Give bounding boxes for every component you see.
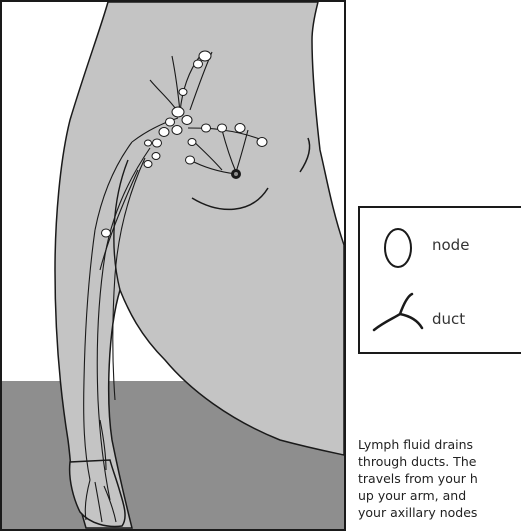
node-shape: [166, 118, 175, 126]
node-shape: [235, 124, 245, 133]
caption-line: your axillary nodes: [358, 504, 521, 521]
node-shape: [202, 124, 211, 132]
node-shape: [153, 139, 162, 147]
anatomy-illustration: [0, 0, 346, 531]
duct-symbol-icon: [374, 294, 422, 330]
legend-duct-label: duct: [432, 310, 465, 328]
node-shape: [144, 161, 152, 168]
node-shape: [218, 124, 227, 132]
caption-line: through ducts. The: [358, 453, 521, 470]
legend: node duct: [358, 206, 521, 354]
caption-line: Lymph fluid drains: [358, 436, 521, 453]
node-shape: [194, 60, 203, 68]
node-shape: [182, 116, 192, 125]
caption-line: travels from your h: [358, 470, 521, 487]
legend-node-label: node: [432, 236, 469, 254]
node-shape: [186, 156, 195, 164]
node-symbol-icon: [385, 229, 411, 267]
node-shape: [257, 138, 267, 147]
caption-line: up your arm, and: [358, 487, 521, 504]
nipple: [231, 169, 241, 179]
node-shape: [179, 89, 187, 96]
node-shape: [188, 139, 196, 146]
node-shape: [152, 153, 160, 160]
node-shape: [159, 128, 169, 137]
caption-text: Lymph fluid drains through ducts. The tr…: [358, 436, 521, 521]
node-shape: [199, 51, 211, 61]
node-shape: [172, 107, 184, 117]
node-shape: [102, 229, 111, 237]
node-shape: [145, 140, 152, 146]
node-shape: [172, 126, 182, 135]
